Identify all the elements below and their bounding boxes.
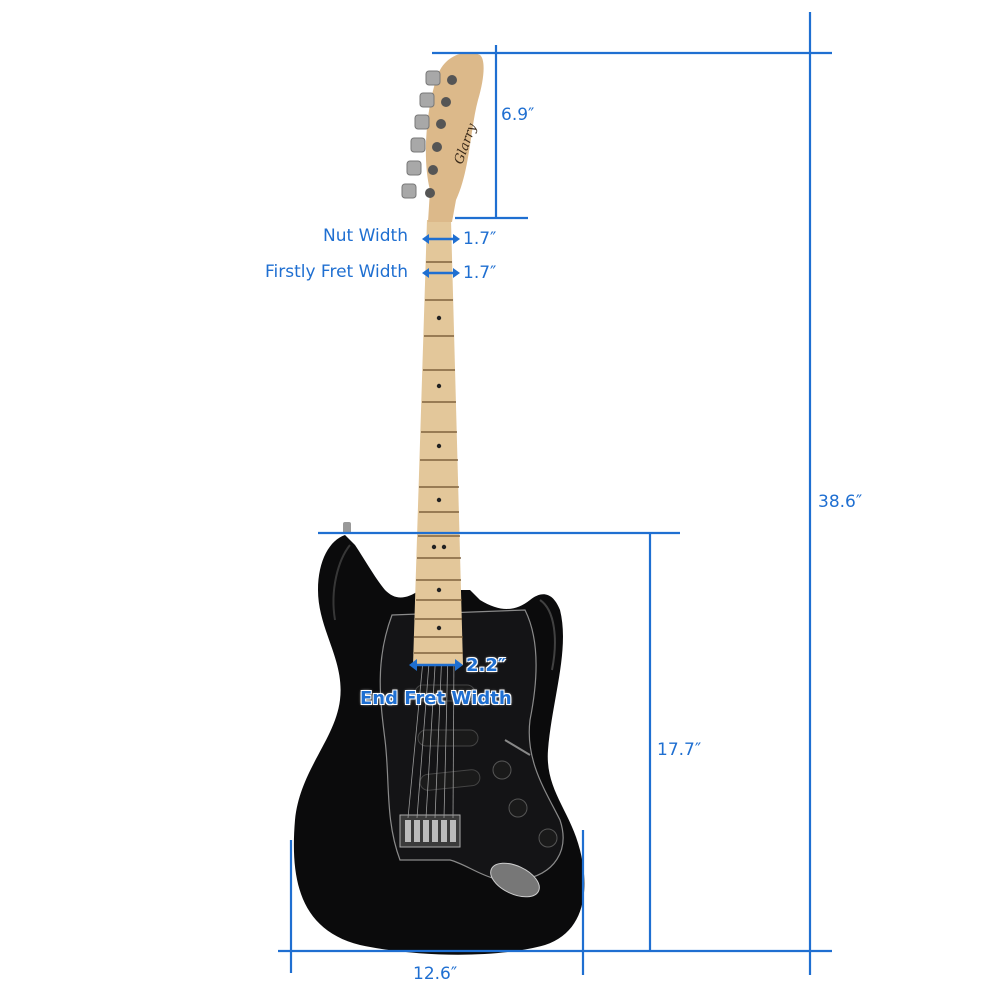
nut-width-label: Nut Width xyxy=(323,226,408,246)
end-fret-width-label: End Fret Width xyxy=(360,688,512,709)
volume-knob xyxy=(492,760,512,780)
neck xyxy=(413,220,463,665)
nut-width-value: 1.7″ xyxy=(463,229,497,249)
body-length-value: 17.7″ xyxy=(657,740,702,760)
pickup-middle xyxy=(417,729,479,747)
width-arrows xyxy=(409,234,463,671)
guitar-illustration: Glarry xyxy=(293,52,585,955)
tone-knob-2 xyxy=(538,828,558,848)
pickup-neck xyxy=(414,684,476,702)
first-fret-width-value: 1.7″ xyxy=(463,263,497,283)
headstock xyxy=(425,52,484,222)
tone-knob-1 xyxy=(508,798,528,818)
end-fret-width-value: 2.2″ xyxy=(466,655,506,676)
pickup-bridge xyxy=(419,769,481,791)
body-width-value: 12.6″ xyxy=(413,964,458,984)
output-jack xyxy=(490,862,540,898)
tuning-pegs xyxy=(401,70,457,199)
first-fret-width-label: Firstly Fret Width xyxy=(264,262,408,282)
dimension-lines xyxy=(278,12,832,975)
total-length-value: 38.6″ xyxy=(818,492,863,512)
headstock-length-value: 6.9″ xyxy=(501,105,535,125)
